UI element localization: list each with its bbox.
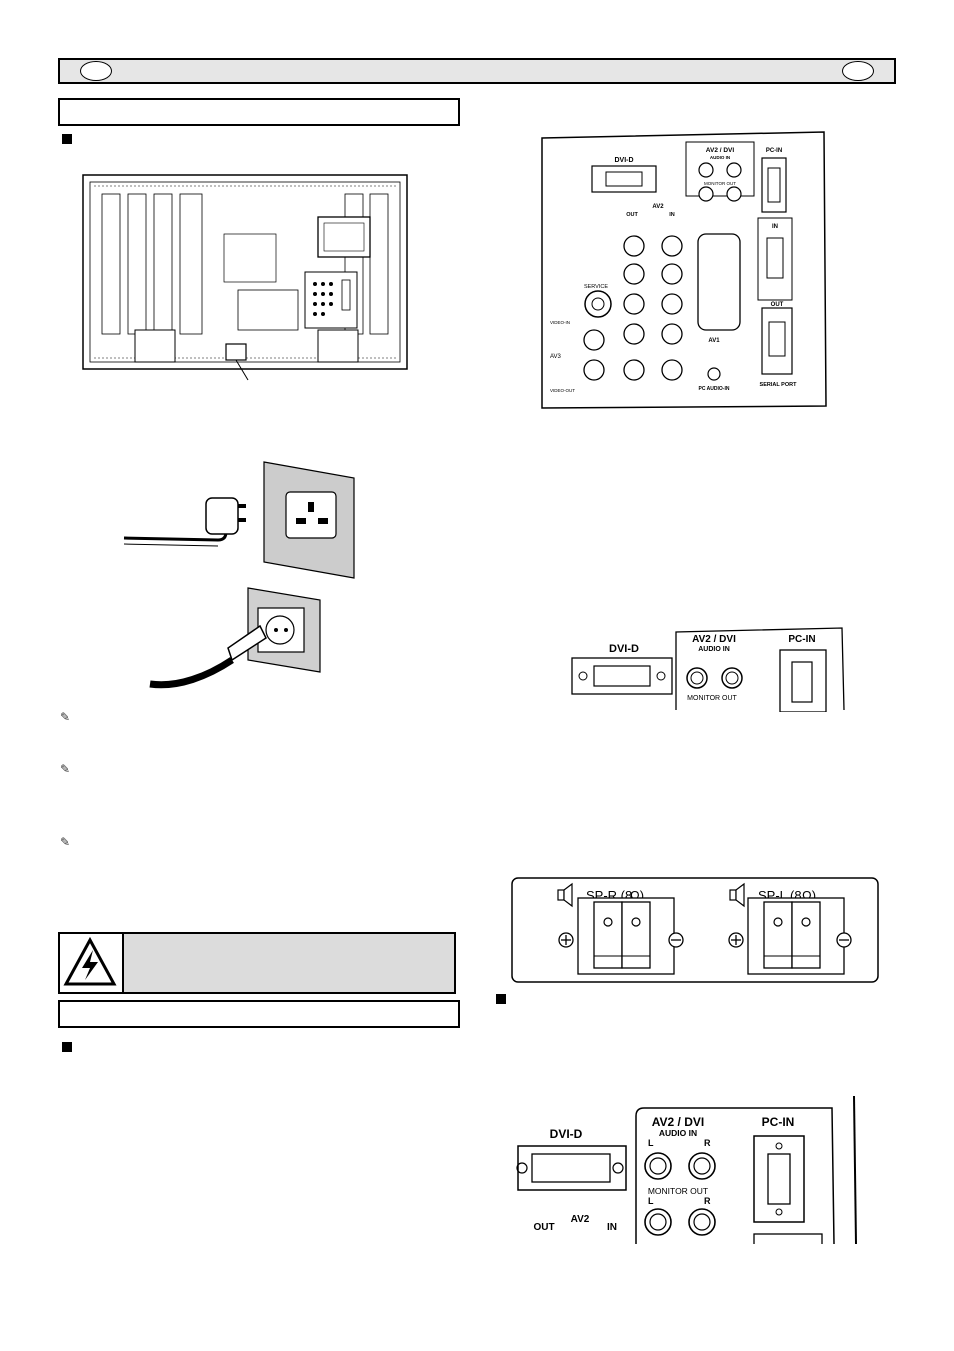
left-channel-label: L [648,1138,654,1148]
audio-in-label: AUDIO IN [659,1128,697,1138]
euro-plug-socket-illustration [149,587,321,689]
bullet-marker [496,994,506,1004]
bullet-marker [62,1042,72,1052]
av2-dvi-label: AV2 / DVI [652,1115,704,1129]
note-pencil-icon: ✎ [60,762,71,776]
pc-in-label: PC-IN [788,634,815,645]
av2-in-label: IN [669,212,675,218]
serial-port-label: SERIAL PORT [760,382,798,388]
section-title-box-1 [58,98,460,126]
left-channel-label: L [648,1196,654,1206]
av2-dvi-label: AV2 / DVI [706,147,735,154]
language-badge-right [842,61,874,81]
warning-icon-cell [60,934,124,992]
audio-in-label: AUDIO IN [710,155,730,160]
pc-audio-in-label: PC AUDIO-IN [699,386,730,392]
note-pencil-icon: ✎ [60,710,71,724]
video-in-label: VIDEO-IN [550,320,570,325]
bullet-marker [62,134,72,144]
speaker-terminal-panel: SP-R (8 Ω) SP-L (8 Ω) [511,877,879,983]
monitor-out-label: MONITOR OUT [648,1186,708,1196]
serial-out-label: OUT [771,302,784,308]
dvi-av2-pc-in-detail-2: DVI-D AV2 / DVI AUDIO IN L R MONITOR OUT… [516,1095,857,1244]
note-pencil-icon: ✎ [60,835,71,849]
monitor-out-label: MONITOR OUT [704,181,736,186]
service-label: SERVICE [584,284,608,290]
dvi-d-label: DVI-D [609,643,639,655]
video-out-label: VIDEO-OUT [550,388,575,393]
av2-out-label: OUT [626,212,638,218]
language-badge-left [80,61,112,81]
serial-in-label: IN [772,224,778,230]
tv-rear-view-diagram [82,174,408,381]
right-channel-label: R [704,1138,711,1148]
av2-group-label: AV2 [571,1214,590,1225]
right-channel-label: R [704,1196,711,1206]
av2-dvi-label: AV2 / DVI [692,634,736,645]
audio-in-label: AUDIO IN [698,646,730,653]
dvi-av2-pc-in-detail-1: DVI-D AV2 / DVI AUDIO IN MONITOR OUT PC-… [571,627,845,712]
high-voltage-warning-icon [63,936,117,986]
dvi-d-label: DVI-D [614,157,633,164]
section-title-box-2 [58,1000,460,1028]
av2-in-label: IN [607,1222,617,1233]
pc-in-label: PC-IN [762,1115,795,1129]
rear-connector-panel-diagram: DVI-D AV2 / DVI AUDIO IN MONITOR OUT PC-… [541,131,827,409]
monitor-out-label: MONITOR OUT [687,695,737,702]
uk-plug-socket-illustration [123,461,355,579]
dvi-d-label: DVI-D [550,1127,583,1141]
av1-label: AV1 [708,338,720,344]
av3-label: AV3 [550,354,562,360]
page-header-bar [58,58,896,84]
warning-box [58,932,456,994]
av2-out-label: OUT [533,1222,554,1233]
pc-in-label: PC-IN [766,148,782,154]
av2-group-label: AV2 [652,204,664,210]
